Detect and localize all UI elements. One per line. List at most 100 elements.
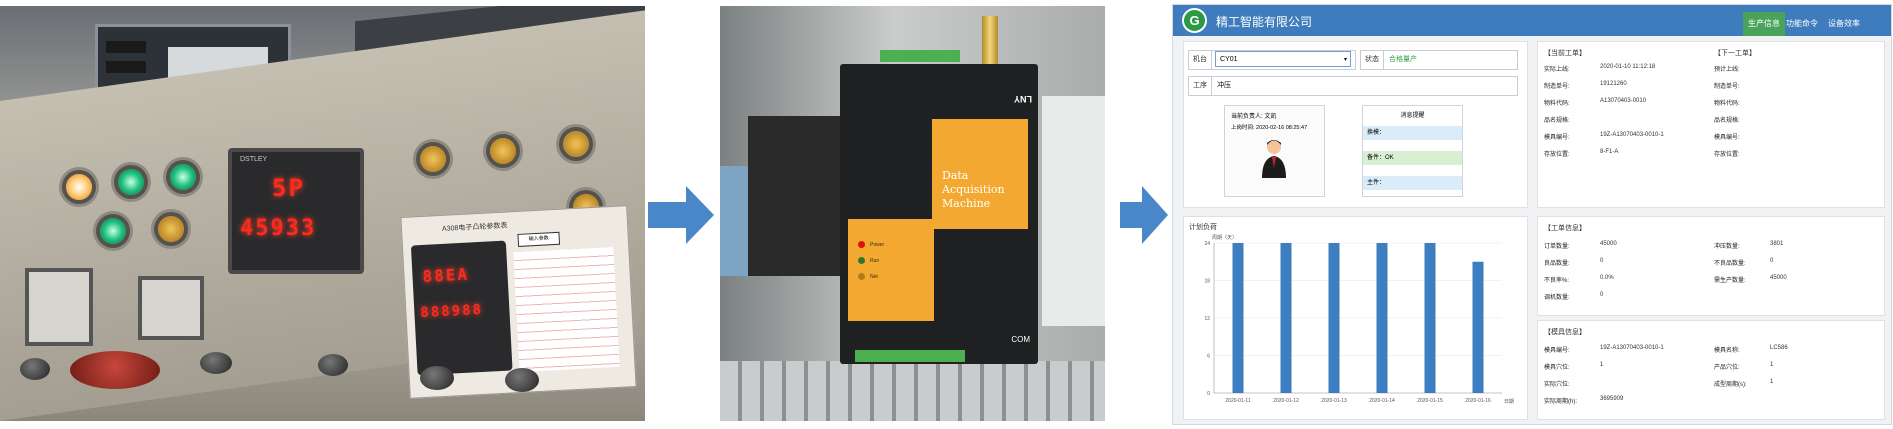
x-tick-label: 2020-01-16 — [1465, 398, 1491, 404]
terminal-block — [880, 50, 960, 62]
mold-name: LC586 — [1770, 345, 1788, 351]
chart-bar — [1472, 261, 1484, 393]
message-card: 消息提醒 换模： 备件：OK 主件： — [1362, 105, 1463, 197]
display-bottom-value: 45933 — [240, 216, 317, 241]
x-tick-label: 2020-01-12 — [1273, 398, 1299, 404]
lamp-green-icon — [170, 164, 196, 190]
process-label: 工序 — [1189, 77, 1212, 95]
machine-label: 机台 — [1189, 51, 1212, 69]
order-quantity: 45000 — [1600, 241, 1617, 247]
x-tick-label: 2020-01-11 — [1225, 398, 1250, 404]
nav-equipment-efficiency[interactable]: 设备效率 — [1828, 19, 1860, 28]
cable-duct — [720, 361, 1105, 421]
mold-info-card: 【模具信息】 模具编号: 19Z-A13070403-0010-1 模具穴位: … — [1537, 320, 1885, 420]
controller-line1: 88EA — [422, 264, 470, 286]
selector-knob-icon — [420, 366, 454, 390]
product-cavity: 1 — [1770, 362, 1774, 368]
chart-bar — [1376, 243, 1388, 393]
operator-time: 上岗时间: 2020-02-16 08:25:47 — [1231, 125, 1308, 131]
mold-info-title: 【模具信息】 — [1544, 329, 1586, 336]
parameter-table — [513, 246, 620, 373]
operator-avatar-icon — [1262, 140, 1286, 178]
net-led-icon — [858, 273, 865, 280]
box-model-label: LNY — [1014, 94, 1032, 104]
good-quantity: 0 — [1600, 258, 1604, 264]
yellow-label-leds: Power Run Net — [848, 219, 934, 321]
current-order-title: 【当前工单】 — [1544, 50, 1586, 57]
defect-rate: 0.0% — [1600, 275, 1614, 281]
flow-arrow-icon — [648, 186, 714, 244]
machine-select-group: 机台 CY01 ▾ — [1188, 50, 1356, 70]
selector-knob-icon — [200, 352, 232, 374]
terminal-block — [855, 350, 965, 362]
status-group: 状态 合格量产 — [1360, 50, 1518, 70]
nav-production-info[interactable]: 生产信息 — [1743, 12, 1785, 36]
top-bar: G 精工智能有限公司 生产信息 功能命令 设备效率 — [1173, 5, 1891, 36]
y-tick-label: 6 — [1207, 354, 1210, 360]
y-tick-label: 24 — [1204, 241, 1210, 247]
mold-number: 19Z-A13070403-0010-1 — [1600, 132, 1664, 138]
nav-function-commands[interactable]: 功能命令 — [1786, 19, 1818, 28]
status-label: 状态 — [1361, 51, 1384, 69]
y-axis-label: 周期（天） — [1212, 235, 1237, 241]
daq-box: LNY Data Acquisition Machine Power Run N… — [840, 64, 1038, 364]
tuning-quantity: 0 — [1600, 292, 1604, 298]
press-control-panel-photo: DSTLEY 5P 45933 A308电子凸轮参数表 88EA 888988 … — [0, 6, 645, 421]
machine-select[interactable]: CY01 ▾ — [1215, 51, 1351, 67]
power-module — [1042, 96, 1105, 326]
required-quantity: 45000 — [1770, 275, 1787, 281]
power-led-label: Power — [870, 242, 885, 248]
chart-bar — [1232, 243, 1244, 393]
run-led-label: Run — [870, 258, 880, 264]
next-order-title: 【下一工单】 — [1714, 50, 1756, 57]
message-row-main-part: 主件： — [1363, 176, 1462, 190]
lamp-green-icon — [100, 218, 126, 244]
counter-display: DSTLEY 5P 45933 — [228, 148, 364, 274]
selector-knob-icon — [318, 354, 348, 376]
message-title: 消息提醒 — [1400, 113, 1425, 119]
controller-screen: 88EA 888988 — [410, 240, 513, 376]
mold-info-number: 19Z-A13070403-0010-1 — [1600, 345, 1664, 351]
material-code: A13070403-0010 — [1600, 98, 1647, 104]
operator-name: 当前负责人: 文凯 — [1231, 114, 1277, 120]
company-logo-icon: G — [1182, 8, 1207, 33]
x-axis-label: 日期 — [1504, 399, 1514, 405]
lamp-amber-icon — [158, 216, 184, 242]
y-tick-label: 18 — [1204, 279, 1210, 285]
company-name: 精工智能有限公司 — [1216, 15, 1313, 29]
lamp-amber-icon — [420, 146, 446, 172]
analog-meter-icon — [138, 276, 204, 340]
x-tick-label: 2020-01-14 — [1369, 398, 1395, 404]
x-tick-label: 2020-01-13 — [1321, 398, 1347, 404]
molding-cycle: 1 — [1770, 379, 1774, 385]
lamp-orange-icon — [66, 174, 92, 200]
punch-quantity: 3801 — [1770, 241, 1784, 247]
selector-knob-icon — [505, 368, 539, 392]
operator-card: 当前负责人: 文凯 上岗时间: 2020-02-16 08:25:47 — [1224, 105, 1325, 197]
controller-title: A308电子凸轮参数表 — [441, 222, 508, 233]
controller-line2: 888988 — [420, 301, 484, 322]
selector-knob-icon — [20, 358, 50, 380]
emergency-stop-icon — [70, 351, 160, 389]
status-value: 合格量产 — [1389, 56, 1417, 63]
defect-quantity: 0 — [1770, 258, 1774, 264]
run-led-icon — [858, 257, 865, 264]
analog-meter-icon — [25, 268, 93, 346]
chart-bar — [1328, 243, 1340, 393]
mes-dashboard: G 精工智能有限公司 生产信息 功能命令 设备效率 机台 CY01 ▾ 状态 合… — [1172, 4, 1892, 425]
chevron-down-icon: ▾ — [1343, 57, 1347, 63]
chart-bar — [1280, 243, 1292, 393]
box-title: Data Acquisition Machine — [942, 169, 1005, 210]
work-order-info-card: 【工单信息】 订单数量: 45000 良品数量: 0 不良率%: 0.0% 调机… — [1537, 216, 1885, 316]
order-card: 【当前工单】 【下一工单】 实际上线: 2020-01-10 11:12:18 … — [1537, 41, 1885, 208]
power-led-icon — [858, 241, 865, 248]
net-led-label: Net — [870, 274, 878, 280]
antenna-connector-icon — [982, 16, 998, 64]
chart-bar — [1424, 243, 1436, 393]
lamp-amber-icon — [563, 131, 589, 157]
lamp-green-icon — [118, 169, 144, 195]
lamp-amber-icon — [490, 138, 516, 164]
message-row-mold-change: 换模： — [1363, 126, 1462, 140]
